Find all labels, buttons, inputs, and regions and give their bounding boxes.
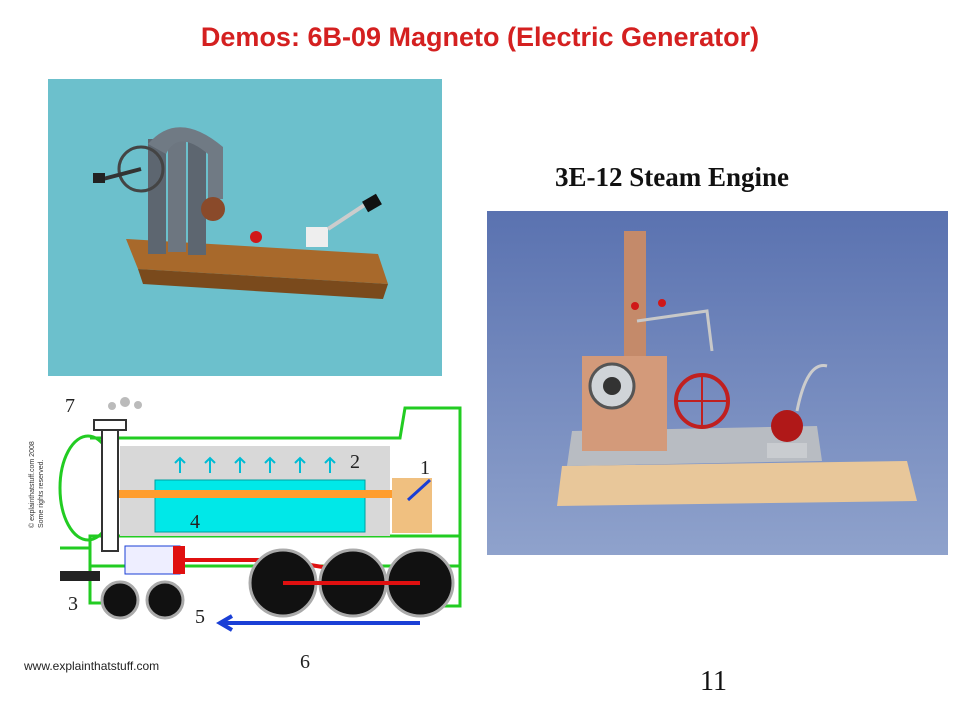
diagram-label-3: 3 (68, 593, 78, 615)
diagram-label-1: 1 (420, 457, 430, 479)
steam-engine-caption: 3E-12 Steam Engine (555, 162, 790, 192)
diagram-label-5: 5 (195, 606, 205, 628)
slide-title: Demos: 6B-09 Magneto (Electric Generator… (200, 22, 760, 52)
diagram-label-7: 7 (65, 395, 75, 417)
diagram-label-6: 6 (300, 651, 310, 673)
diagram-watermark: www.explainthatstuff.com (23, 659, 159, 673)
steam-locomotive-diagram: 1 2 3 4 5 6 7 © explainthatstuff.com 200… (20, 378, 468, 675)
magneto-photo (48, 79, 442, 376)
steam-engine-photo (487, 211, 948, 555)
diagram-label-2: 2 (350, 451, 360, 473)
diagram-copyright-line2: Some rights reserved. (38, 459, 45, 528)
diagram-copyright-line1: © explainthatstuff.com 2008 (28, 441, 36, 528)
page-number: 11 (700, 666, 727, 697)
diagram-label-4: 4 (190, 511, 200, 533)
